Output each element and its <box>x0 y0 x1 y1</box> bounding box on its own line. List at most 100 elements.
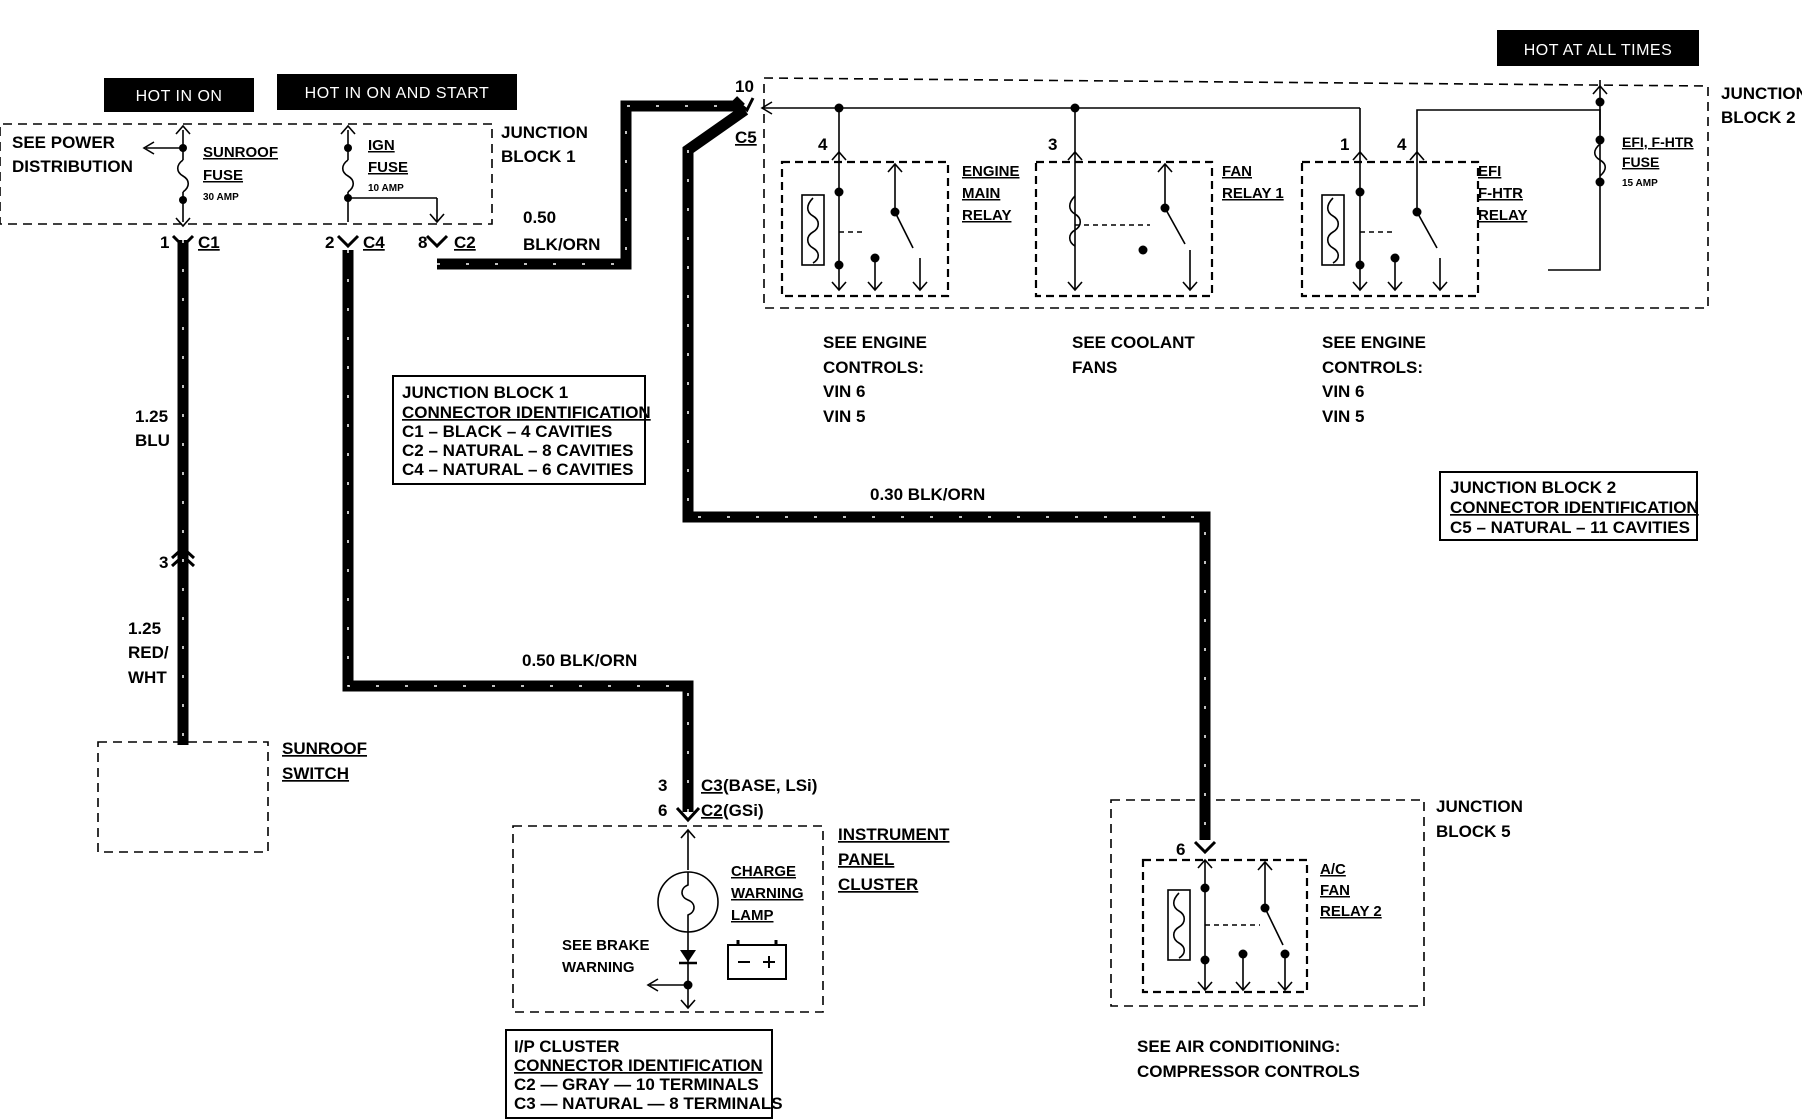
junction-block-2-fan-relay-1-pin-label: 3 <box>1048 135 1057 154</box>
wire-red-color-line2: WHT <box>128 668 167 687</box>
ref-engine-controls-2: SEE ENGINE CONTROLS: VIN 6 VIN 5 <box>1322 333 1426 426</box>
legend-ip-lines-2-label: C2 — GRAY — 10 TERMINALS <box>514 1075 759 1094</box>
pin-c4: 2 <box>325 233 334 252</box>
junction-block-2-efi-fhtr-relay-0-label: EFI <box>1478 163 1501 180</box>
sunroof-switch: SUNROOF SWITCH <box>97 739 367 853</box>
junction-block-2-efi-fhtr-fuse-1-label: FUSE <box>1622 154 1659 170</box>
instrument-panel-cluster-conn-c2-label: C2 <box>701 801 723 820</box>
wire-ipc-label: 0.50 BLK/ORN <box>522 651 637 670</box>
refs-engine-controls-1-1-label: CONTROLS: <box>823 358 924 377</box>
see-brake-warning-line1: SEE BRAKE <box>562 937 650 954</box>
see-power-distribution-line2: DISTRIBUTION <box>12 157 133 176</box>
junction-block-2-engine-main-relay-2-label: RELAY <box>962 207 1011 224</box>
junction-block-2-fan-relay-1-0-label: FAN <box>1222 163 1252 180</box>
junction-block-2-efi-fhtr-relay-pin-b-label: 4 <box>1397 135 1407 154</box>
wire-blu-color: BLU <box>135 431 170 450</box>
sunroof-fuse <box>175 124 191 228</box>
banners-hot-in-on-label: HOT IN ON <box>136 88 223 105</box>
junction-block-2-efi-fhtr-relay-1-label: F-HTR <box>1478 185 1523 202</box>
pin-c2: 8 <box>418 233 427 252</box>
refs-engine-controls-1-3-label: VIN 5 <box>823 407 866 426</box>
junction-block-5-relay-1-label: FAN <box>1320 882 1350 899</box>
ref-air-conditioning: SEE AIR CONDITIONING: COMPRESSOR CONTROL… <box>1137 1037 1360 1081</box>
see-power-distribution-line1: SEE POWER <box>12 133 115 152</box>
wire-jb5-blk-orn <box>682 105 1211 840</box>
instrument-panel-cluster-c3-variant-label: (BASE, LSi) <box>723 776 817 795</box>
jb1-label-line1: JUNCTION <box>501 123 588 142</box>
ign-fuse-amp: 10 AMP <box>368 183 404 194</box>
legend-jb1: JUNCTION BLOCK 1 CONNECTOR IDENTIFICATIO… <box>392 375 651 485</box>
wire-blu-gauge: 1.25 <box>135 407 168 426</box>
junction-block-5-pin-label: 6 <box>1176 840 1185 859</box>
legend-jb1-lines-4-label: C4 – NATURAL – 6 CAVITIES <box>402 460 633 479</box>
pin-c1: 1 <box>160 233 169 252</box>
sunroof-switch-label-line1: SUNROOF <box>282 739 367 758</box>
legend-jb2: JUNCTION BLOCK 2 CONNECTOR IDENTIFICATIO… <box>1439 471 1699 541</box>
wire-ipc-blk-orn <box>342 250 694 812</box>
banner-hot-in-on-and-start: HOT IN ON AND START <box>277 74 517 110</box>
ign-fuse-label-line1: IGN <box>368 137 395 154</box>
legend-jb2-lines-2-label: C5 – NATURAL – 11 CAVITIES <box>1450 518 1690 537</box>
wire-red-gauge: 1.25 <box>128 619 161 638</box>
ign-fuse <box>340 124 445 224</box>
instrument-panel-cluster-charge-lamp-2-label: LAMP <box>731 907 774 924</box>
ign-fuse-label-line2: FUSE <box>368 159 408 176</box>
sunroof-fuse-label-line2: FUSE <box>203 167 243 184</box>
instrument-panel-cluster: 3 C3 (BASE, LSi) 6 C2 (GSi) INSTRUMENT P… <box>512 776 950 1013</box>
junction-block-2-engine-main-relay-0-label: ENGINE <box>962 163 1020 180</box>
sunroof-fuse-amp: 30 AMP <box>203 192 239 203</box>
ac-fan-relay-2 <box>1141 858 1309 994</box>
legend-ip-lines-0-label: I/P CLUSTER <box>514 1037 619 1056</box>
instrument-panel-cluster-charge-lamp-1-label: WARNING <box>731 885 804 902</box>
jb1-label-line2: BLOCK 1 <box>501 147 576 166</box>
refs-coolant-fans-0-label: SEE COOLANT <box>1072 333 1195 352</box>
junction-block-5: JUNCTION BLOCK 5 6 A/C FAN RELAY <box>1110 797 1523 1007</box>
refs-engine-controls-1-2-label: VIN 6 <box>823 382 866 401</box>
legend-ip-lines-3-label: C3 — NATURAL — 8 TERMINALS <box>514 1094 783 1113</box>
wire-red-color-line1: RED/ <box>128 643 169 662</box>
see-brake-warning-line2: WARNING <box>562 959 635 976</box>
refs-air-conditioning-1-label: COMPRESSOR CONTROLS <box>1137 1062 1360 1081</box>
instrument-panel-cluster-label-2-label: CLUSTER <box>838 875 918 894</box>
wire-c2-blk-orn <box>437 96 745 270</box>
ref-engine-controls-1: SEE ENGINE CONTROLS: VIN 6 VIN 5 <box>823 333 927 426</box>
refs-engine-controls-2-3-label: VIN 5 <box>1322 407 1365 426</box>
instrument-panel-cluster-pin-c2-label: 6 <box>658 801 667 820</box>
jb2-label-line2: BLOCK 2 <box>1721 108 1796 127</box>
junction-block-5-label-line2-label: BLOCK 5 <box>1436 822 1511 841</box>
jb2-label-line1: JUNCTION <box>1721 84 1802 103</box>
refs-air-conditioning-0-label: SEE AIR CONDITIONING: <box>1137 1037 1340 1056</box>
in-line-splice: 3 <box>159 545 196 572</box>
legend-jb2-lines-0-label: JUNCTION BLOCK 2 <box>1450 478 1616 497</box>
connector-c5: C5 <box>735 128 757 147</box>
legend-ip-lines-1-label: CONNECTOR IDENTIFICATION <box>514 1056 763 1075</box>
banner-hot-at-all-times: HOT AT ALL TIMES <box>1497 30 1699 66</box>
legend-jb1-lines-0-label: JUNCTION BLOCK 1 <box>402 383 568 402</box>
junction-block-1: JUNCTION BLOCK 1 SEE POWER DISTRIBUTION … <box>0 123 588 252</box>
junction-block-2-efi-fhtr-relay-2-label: RELAY <box>1478 207 1527 224</box>
refs-engine-controls-2-2-label: VIN 6 <box>1322 382 1365 401</box>
junction-block-2-fan-relay-1-1-label: RELAY 1 <box>1222 185 1284 202</box>
instrument-panel-cluster-label-1-label: PANEL <box>838 850 894 869</box>
banner-hot-in-on: HOT IN ON <box>104 78 254 112</box>
junction-block-5-relay-2-label: RELAY 2 <box>1320 903 1382 920</box>
refs-engine-controls-2-1-label: CONTROLS: <box>1322 358 1423 377</box>
refs-engine-controls-1-0-label: SEE ENGINE <box>823 333 927 352</box>
connector-c1: C1 <box>198 233 220 252</box>
junction-block-2-efi-fhtr-fuse-amp-label: 15 AMP <box>1622 178 1658 189</box>
instrument-panel-cluster-label-0-label: INSTRUMENT <box>838 825 950 844</box>
efi-fhtr-fuse <box>1592 80 1608 187</box>
instrument-panel-cluster-charge-lamp-0-label: CHARGE <box>731 863 796 880</box>
legend-jb1-lines-2-label: C1 – BLACK – 4 CAVITIES <box>402 422 612 441</box>
wire-c2-gauge: 0.50 <box>523 208 556 227</box>
junction-block-2: JUNCTION BLOCK 2 10 C5 4 <box>734 77 1802 309</box>
junction-block-5-relay-0-label: A/C <box>1320 861 1346 878</box>
instrument-panel-cluster-conn-c3-label: C3 <box>701 776 723 795</box>
efi-fhtr-relay: 1 4 <box>1300 135 1480 298</box>
instrument-panel-cluster-c2-variant-label: (GSi) <box>723 801 764 820</box>
banners-hot-in-on-and-start-label: HOT IN ON AND START <box>305 85 490 102</box>
legend-jb2-lines-1-label: CONNECTOR IDENTIFICATION <box>1450 498 1699 517</box>
junction-block-2-engine-main-relay-pin-label: 4 <box>818 135 828 154</box>
junction-block-2-efi-fhtr-fuse-0-label: EFI, F-HTR <box>1622 134 1694 150</box>
